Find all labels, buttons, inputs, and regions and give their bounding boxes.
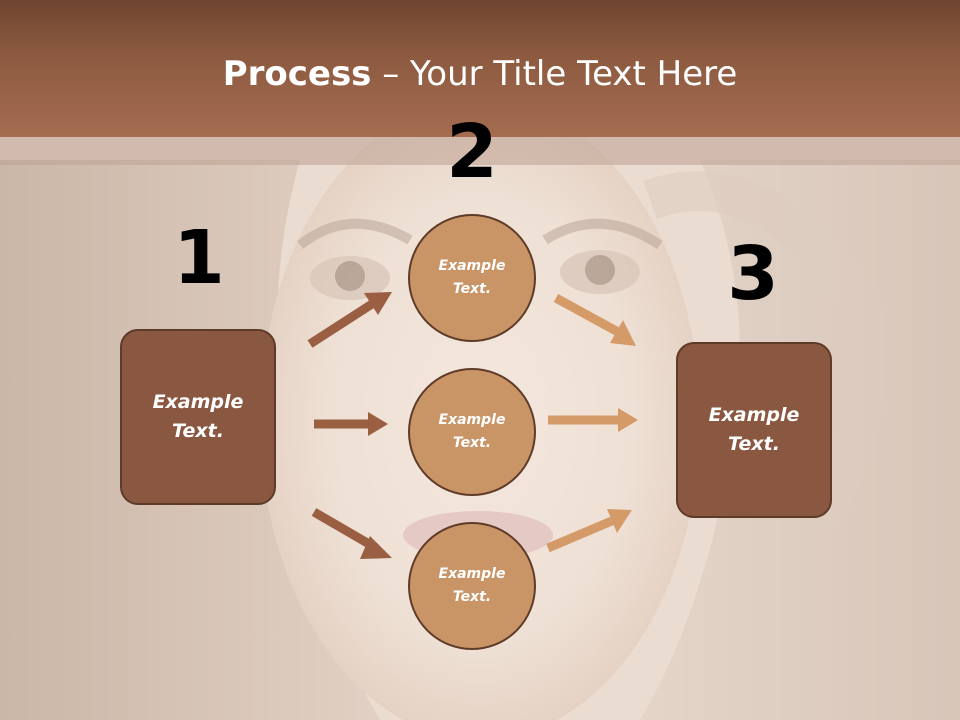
step-circle-top: Example Text. <box>408 214 536 342</box>
step-box-right-label: Example Text. <box>708 404 800 455</box>
step-circle-bottom-label: Example Text. <box>438 566 506 605</box>
arrow-left-up <box>307 300 375 348</box>
title-bar <box>0 0 960 137</box>
arrowhead-left-down <box>360 536 392 559</box>
arrow-right-down <box>546 515 616 553</box>
step-box-left: Example Text. <box>120 329 276 505</box>
step-box-left-label: Example Text. <box>152 391 244 442</box>
arrowhead-right-mid <box>618 408 638 432</box>
arrowhead-right-down <box>607 509 632 533</box>
step-number-3: 3 <box>727 231 779 317</box>
slide-title-bold: Process <box>222 54 372 94</box>
arrow-left-down <box>311 508 379 552</box>
title-bar-band <box>0 137 960 165</box>
step-number-2: 2 <box>446 109 498 195</box>
slide-title-rest: – Your Title Text Here <box>371 54 738 94</box>
step-circle-top-label: Example Text. <box>438 258 506 297</box>
arrow-right-up <box>553 294 621 336</box>
arrowhead-right-up <box>610 320 636 346</box>
step-circle-middle-label: Example Text. <box>438 412 506 451</box>
arrowhead-left-mid <box>368 412 388 436</box>
arrowhead-left-up <box>364 292 392 315</box>
step-circle-middle: Example Text. <box>408 368 536 496</box>
slide-title: Process – Your Title Text Here <box>0 52 960 96</box>
step-circle-bottom: Example Text. <box>408 522 536 650</box>
step-box-right: Example Text. <box>676 342 832 518</box>
step-number-1: 1 <box>173 215 225 301</box>
